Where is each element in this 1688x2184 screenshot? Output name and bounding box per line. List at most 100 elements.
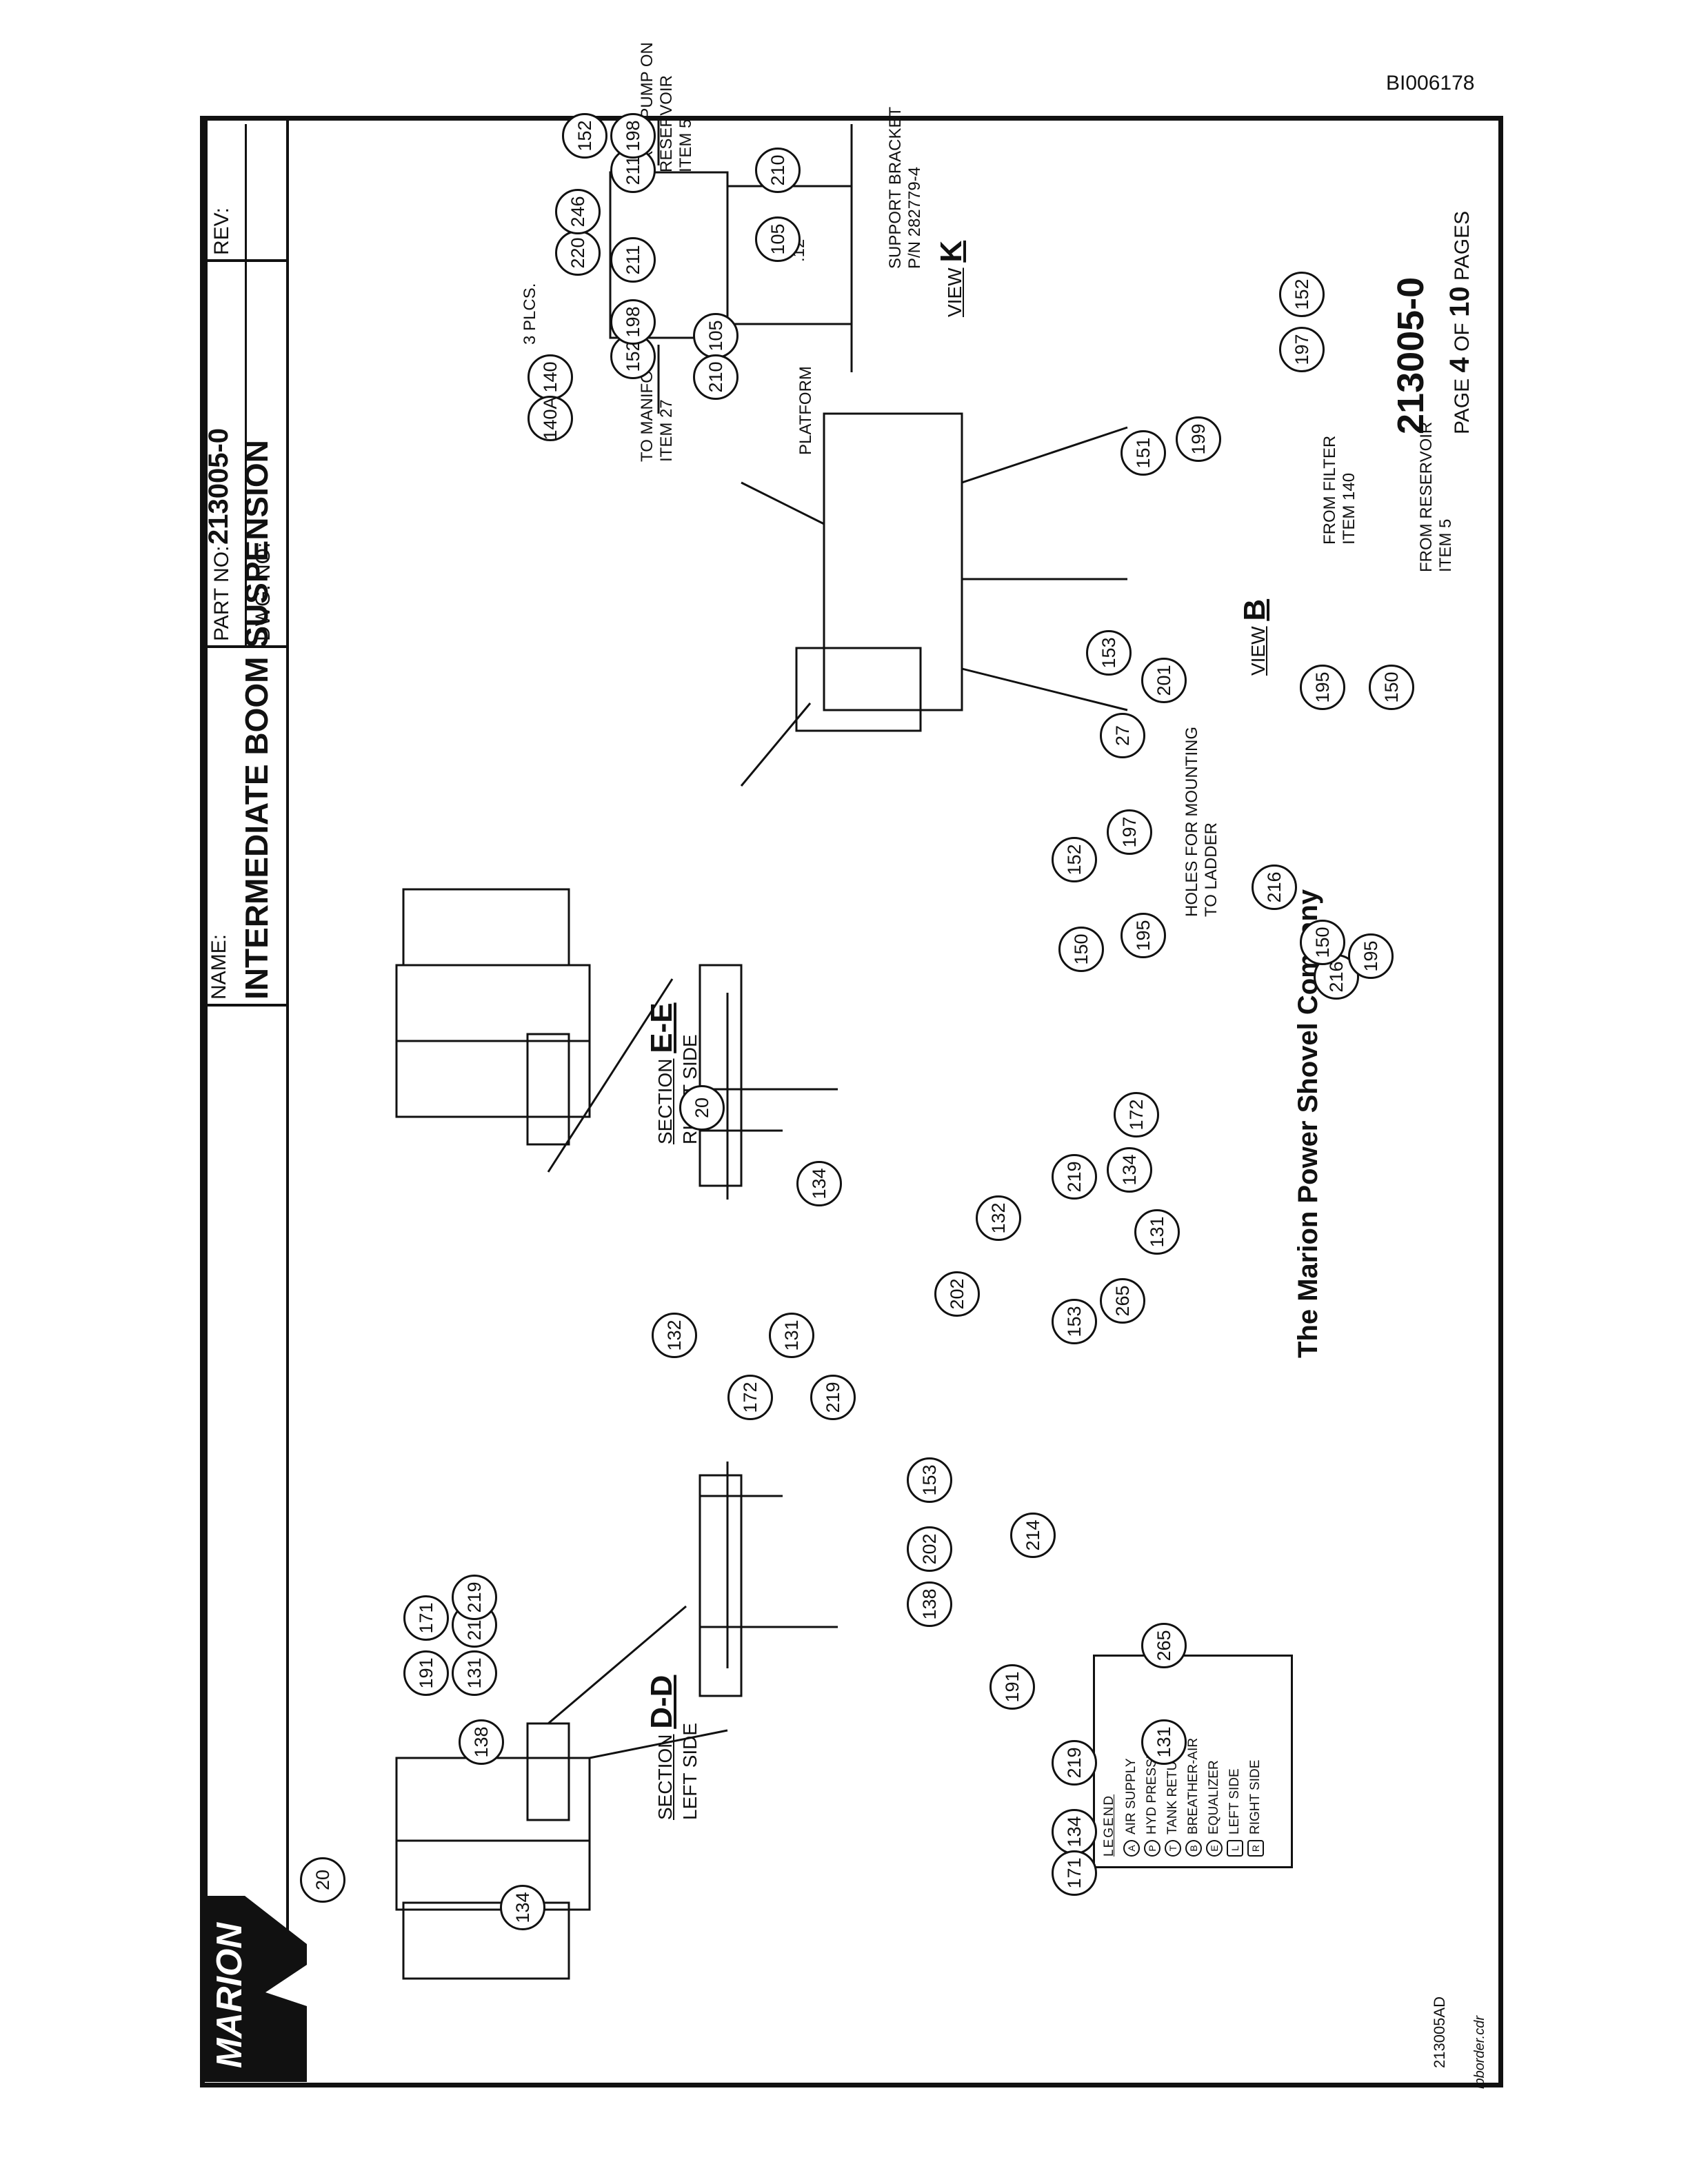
- callout-balloon: 140A: [528, 396, 573, 441]
- legend-item: L LEFT SIDE: [1225, 1666, 1245, 1857]
- section-dd-label: SECTION D-D LEFT SIDE: [645, 1675, 701, 1820]
- callout-balloon: 172: [727, 1375, 773, 1420]
- legend-title: LEGEND: [1102, 1794, 1116, 1857]
- view-k-prefix: VIEW: [944, 267, 965, 317]
- drawing-frame: [200, 116, 1503, 2087]
- callout-balloon: 198: [610, 113, 656, 159]
- callout-balloon: 138: [907, 1581, 952, 1627]
- section-ee-id: E-E: [645, 1002, 679, 1053]
- view-b-label: VIEW B: [1238, 599, 1272, 676]
- callout-balloon: 134: [1107, 1147, 1152, 1193]
- callout-balloon: 131: [1141, 1719, 1187, 1765]
- legend-symbol: R: [1247, 1840, 1264, 1857]
- legend-symbol: A: [1123, 1840, 1140, 1857]
- legend-symbol: B: [1185, 1840, 1202, 1857]
- callout-balloon: 20: [300, 1857, 345, 1903]
- callout-balloon: 265: [1141, 1623, 1187, 1668]
- view-k-id: K: [934, 240, 968, 263]
- callout-balloon: 197: [1107, 809, 1152, 855]
- callout-balloon: 152: [1052, 837, 1097, 882]
- callout-balloon: 150: [1300, 920, 1345, 965]
- document-id: BI006178: [1386, 72, 1475, 94]
- dd-tank: [395, 1757, 591, 1911]
- legend-item: B BREATHER-AIR: [1183, 1666, 1204, 1857]
- callout-balloon: 131: [769, 1313, 814, 1358]
- callout-balloon: 220: [555, 230, 601, 276]
- drawing-sheet: NAME: INTERMEDIATE BOOM SUSPENSION PART …: [203, 42, 1500, 2089]
- callout-balloon: 171: [403, 1595, 449, 1641]
- line-art: [395, 117, 1128, 1980]
- legend-item: A AIR SUPPLY: [1121, 1666, 1142, 1857]
- note-three-plcs: 3 PLCS.: [521, 283, 539, 345]
- view-b-id: B: [1238, 598, 1272, 621]
- callout-balloon: 202: [907, 1526, 952, 1572]
- legend-text: AIR SUPPLY: [1124, 1758, 1138, 1834]
- callout-balloon: 140: [528, 354, 573, 400]
- callout-balloon: 150: [1369, 665, 1414, 710]
- callout-balloon: 132: [976, 1195, 1021, 1241]
- callout-balloon: 202: [934, 1271, 980, 1317]
- legend-text: LEFT SIDE: [1227, 1768, 1242, 1834]
- callout-balloon: 219: [1052, 1740, 1097, 1786]
- callout-balloon: 214: [1010, 1513, 1056, 1558]
- view-k-label: VIEW K: [934, 241, 969, 317]
- callout-balloon: 210: [755, 148, 801, 193]
- callout-balloon: 153: [1052, 1299, 1097, 1344]
- manifold-block: [823, 412, 963, 711]
- callout-balloon: 198: [610, 299, 656, 345]
- callout-balloon: 105: [693, 313, 738, 358]
- callout-balloon: 152: [1279, 272, 1325, 317]
- callout-balloon: 219: [452, 1575, 497, 1620]
- view-b-prefix: VIEW: [1247, 626, 1269, 676]
- section-dd-prefix: SECTION: [654, 1734, 676, 1820]
- callout-balloon: 197: [1279, 327, 1325, 372]
- callout-balloon: 134: [1052, 1809, 1097, 1854]
- callout-balloon: 211: [610, 237, 656, 283]
- note-platform: PLATFORM: [796, 366, 815, 455]
- note-from-filter: FROM FILTER ITEM 140: [1320, 435, 1358, 545]
- callout-balloon: 199: [1176, 416, 1221, 462]
- legend-symbol: E: [1206, 1840, 1223, 1857]
- callout-balloon: 172: [1114, 1092, 1159, 1138]
- section-ee-prefix: SECTION: [654, 1058, 676, 1144]
- legend-symbol: P: [1144, 1840, 1160, 1857]
- callout-balloon: 195: [1300, 665, 1345, 710]
- section-dd-side: LEFT SIDE: [679, 1722, 701, 1820]
- legend-symbol: T: [1165, 1840, 1181, 1857]
- callout-balloon: 151: [1121, 430, 1166, 476]
- callout-balloon: 152: [562, 113, 607, 159]
- callout-balloon: 219: [1052, 1154, 1097, 1200]
- callout-balloon: 131: [452, 1650, 497, 1696]
- legend-text: EQUALIZER: [1207, 1760, 1221, 1834]
- callout-balloon: 201: [1141, 658, 1187, 703]
- section-dd-id: D-D: [645, 1675, 679, 1729]
- callout-balloon: 27: [1100, 713, 1145, 758]
- marion-logo: MARION: [203, 1896, 307, 2082]
- callout-balloon: 246: [555, 189, 601, 234]
- callout-balloon: 132: [652, 1313, 697, 1358]
- legend-text: RIGHT SIDE: [1248, 1759, 1263, 1834]
- legend-item: R RIGHT SIDE: [1245, 1666, 1266, 1857]
- callout-balloon: 216: [1252, 865, 1297, 910]
- legend-text: BREATHER-AIR: [1186, 1737, 1200, 1834]
- note-support-bracket: SUPPORT BRACKET P/N 282779-4: [886, 106, 924, 269]
- callout-balloon: 134: [796, 1161, 842, 1206]
- callout-balloon: 131: [1134, 1209, 1180, 1255]
- callout-balloon: 20: [679, 1085, 725, 1131]
- note-holes-mounting: HOLES FOR MOUNTING TO LADDER: [1183, 726, 1220, 917]
- note-from-reservoir: FROM RESERVOIR ITEM 5: [1417, 421, 1455, 572]
- callout-balloon: 265: [1100, 1278, 1145, 1324]
- legend-item: E EQUALIZER: [1204, 1666, 1225, 1857]
- callout-balloon: 219: [810, 1375, 856, 1420]
- callout-balloon: 153: [1086, 630, 1132, 676]
- callout-balloon: 138: [459, 1719, 504, 1765]
- callout-balloon: 191: [403, 1650, 449, 1696]
- callout-balloon: 210: [693, 354, 738, 400]
- callout-balloon: 171: [1052, 1850, 1097, 1896]
- legend-symbol: L: [1227, 1840, 1243, 1857]
- callout-balloon: 153: [907, 1457, 952, 1503]
- callout-balloon: 191: [989, 1664, 1035, 1710]
- callout-balloon: 150: [1058, 927, 1104, 972]
- callout-balloon: 195: [1348, 933, 1394, 979]
